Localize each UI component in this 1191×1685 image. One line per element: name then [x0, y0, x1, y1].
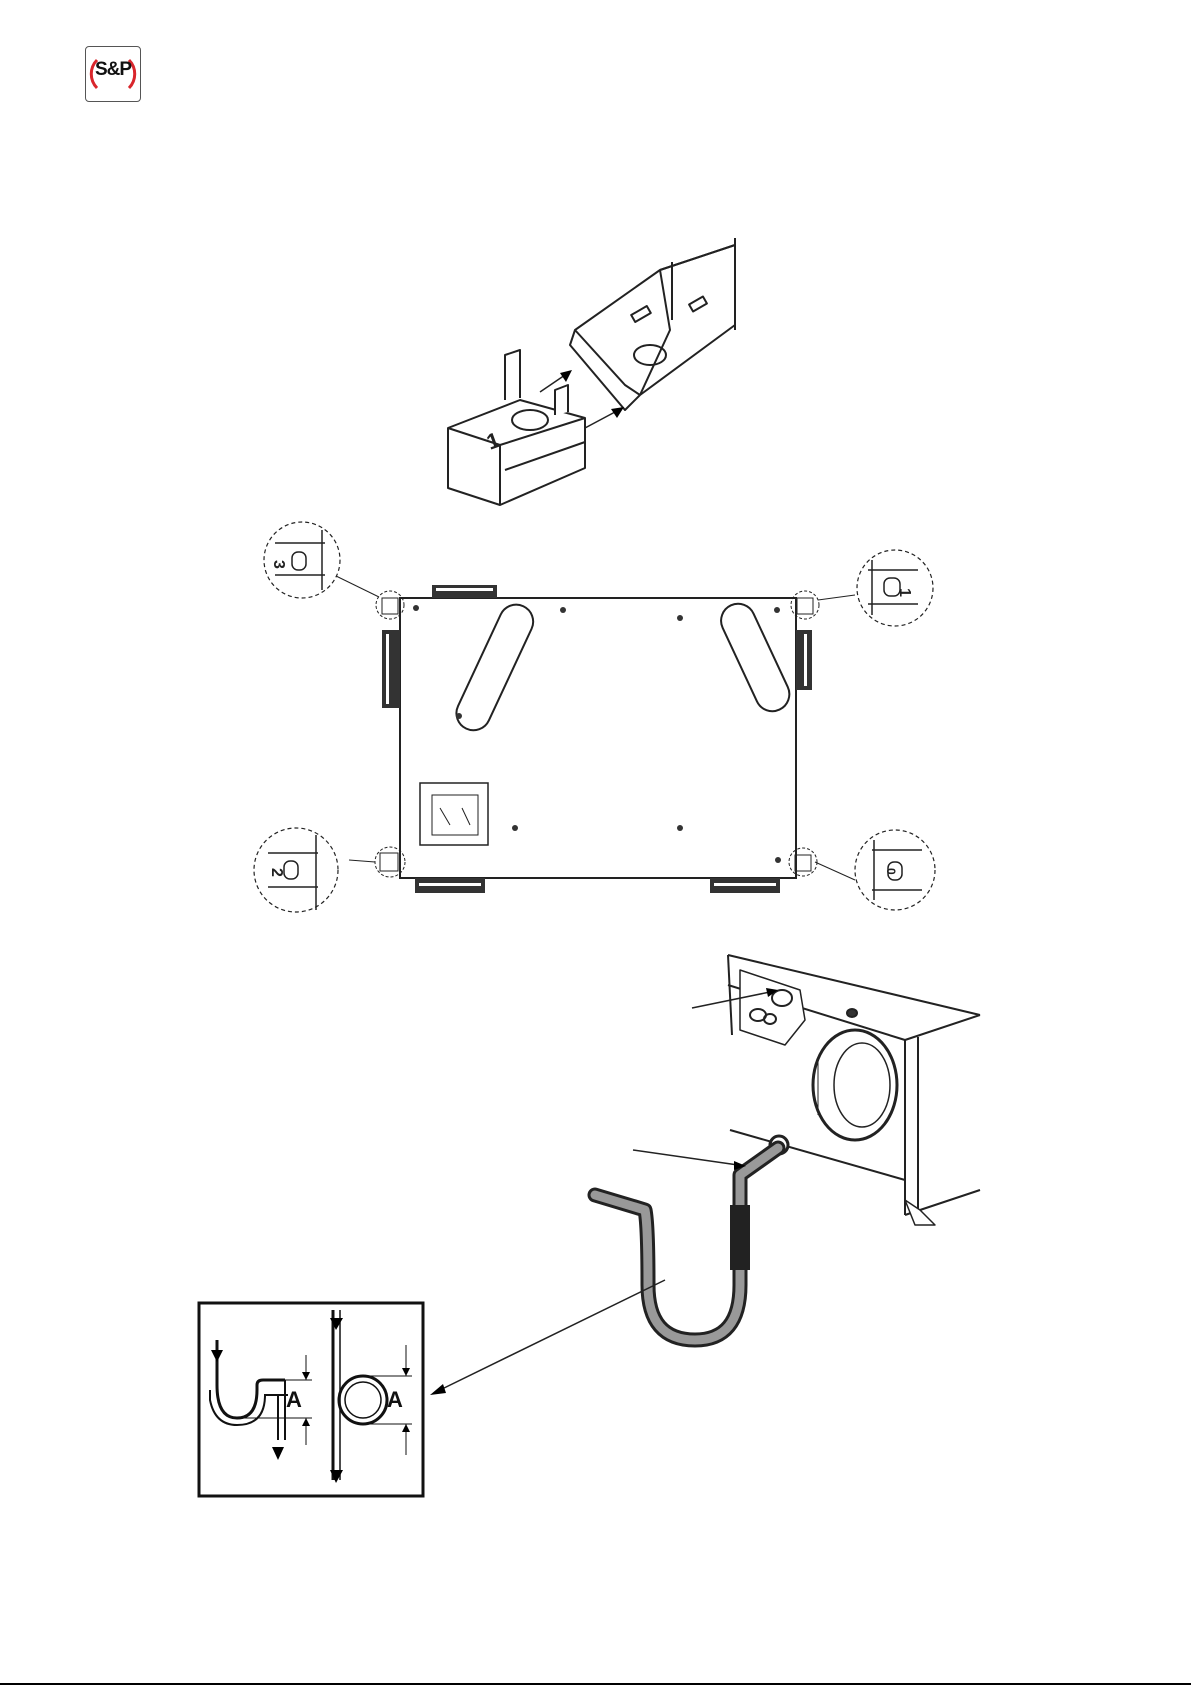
- corner-detail-bottom-left-number: 2: [268, 868, 285, 877]
- siphon-dimension-label-right: A: [387, 1387, 403, 1412]
- corner-detail-top-left-number: 3: [270, 560, 287, 569]
- drain-connection-figure: [430, 955, 980, 1395]
- unit-top-view-figure: [254, 522, 935, 912]
- corner-detail-bottom-right-number: 0: [884, 868, 898, 875]
- siphon-dimension-label-left: A: [286, 1387, 302, 1412]
- corner-detail-top-right-number: 1: [896, 588, 913, 597]
- bracket-assembly-figure: [448, 238, 735, 505]
